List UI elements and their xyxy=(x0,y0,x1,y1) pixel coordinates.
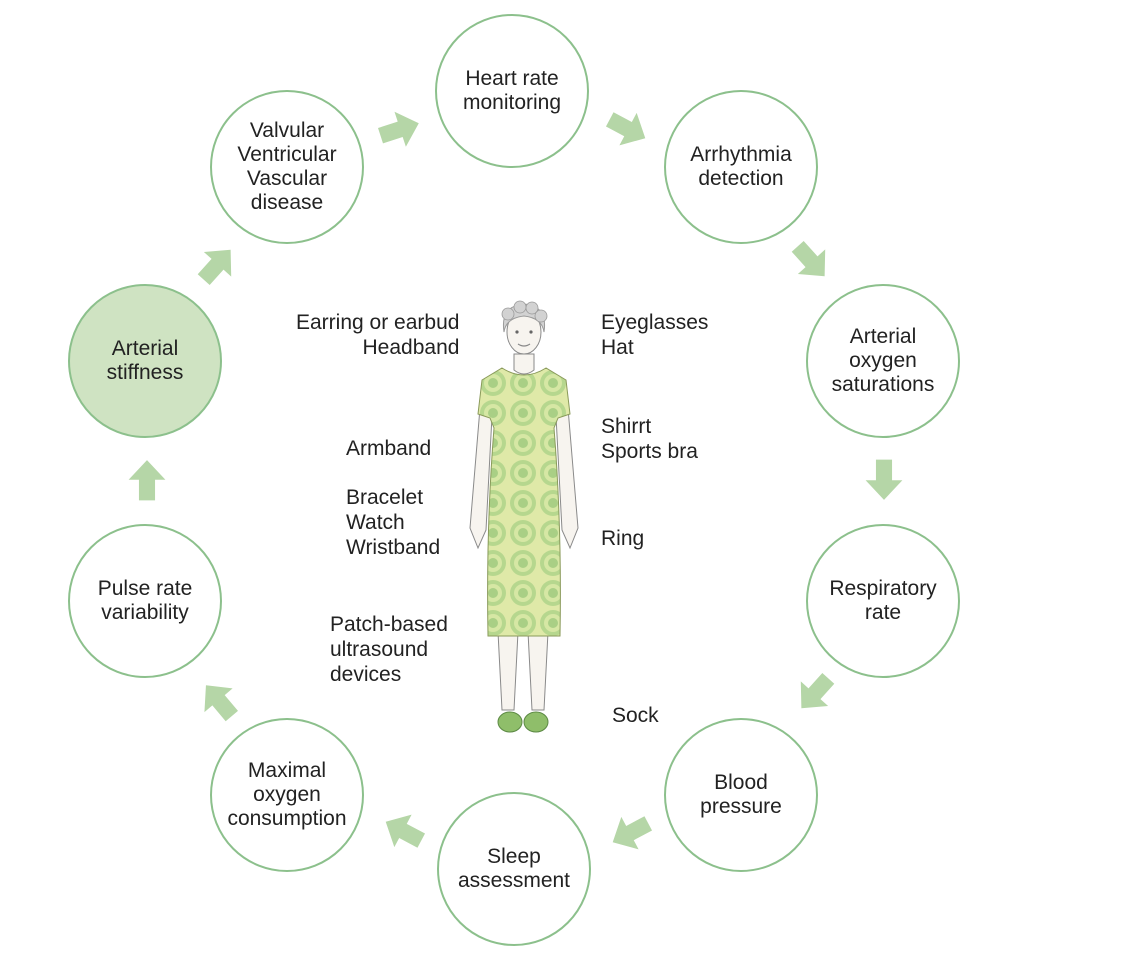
arrow-icon xyxy=(124,459,170,505)
node-pulse-rate-variability: Pulse rate variability xyxy=(68,524,222,678)
node-label: Pulse rate variability xyxy=(97,577,193,624)
wearable-label-wrist: Bracelet Watch Wristband xyxy=(346,486,441,559)
node-arrhythmia-detection: Arrhythmia detection xyxy=(664,90,818,244)
arrow-icon xyxy=(375,107,421,153)
wearable-label-ring: Ring xyxy=(601,527,645,550)
node-respiratory-rate: Respiratory rate xyxy=(806,524,960,678)
arrow-icon xyxy=(609,809,655,855)
wearable-label-head-left: Earring or earbud Headband xyxy=(296,311,460,359)
node-label: Respiratory rate xyxy=(829,577,937,624)
node-label: Sleep assessment xyxy=(457,845,571,892)
wearable-label-arm: Armband xyxy=(346,437,432,460)
node-arterial-stiffness: Arterial stiffness xyxy=(68,284,222,438)
node-label: Valvular Ventricular Vascular disease xyxy=(237,119,337,214)
node-arterial-oxygen-saturations: Arterial oxygen saturations xyxy=(806,284,960,438)
node-label: Arrhythmia detection xyxy=(690,143,792,190)
node-maximal-oxygen-consumption: Maximal oxygen consumption xyxy=(210,718,364,872)
node-label: Maximal oxygen consumption xyxy=(227,759,347,830)
node-label: Heart rate monitoring xyxy=(462,67,562,114)
node-label: Arterial oxygen saturations xyxy=(831,325,935,396)
wearable-label-head-right: Eyeglasses Hat xyxy=(601,311,709,359)
node-blood-pressure: Blood pressure xyxy=(664,718,818,872)
wearable-label-sock: Sock xyxy=(612,704,659,727)
arrow-icon xyxy=(793,669,839,715)
node-sleep-assessment: Sleep assessment xyxy=(437,792,591,946)
node-heart-rate-monitoring: Heart rate monitoring xyxy=(435,14,589,168)
arrow-icon xyxy=(603,105,649,151)
arrow-icon xyxy=(197,679,243,725)
arrow-icon xyxy=(861,455,907,501)
wearable-label-torso: Shirrt Sports bra xyxy=(601,415,698,463)
arrow-icon xyxy=(382,809,428,855)
elderly-woman-figure-icon xyxy=(462,298,586,744)
node-label: Arterial stiffness xyxy=(106,337,184,384)
node-valvular-ventricular-vascular-disease: Valvular Ventricular Vascular disease xyxy=(210,90,364,244)
node-label: Blood pressure xyxy=(700,771,782,818)
arrow-icon xyxy=(193,243,239,289)
wearable-label-patch: Patch-based ultrasound devices xyxy=(330,613,448,686)
arrow-icon xyxy=(787,237,833,283)
